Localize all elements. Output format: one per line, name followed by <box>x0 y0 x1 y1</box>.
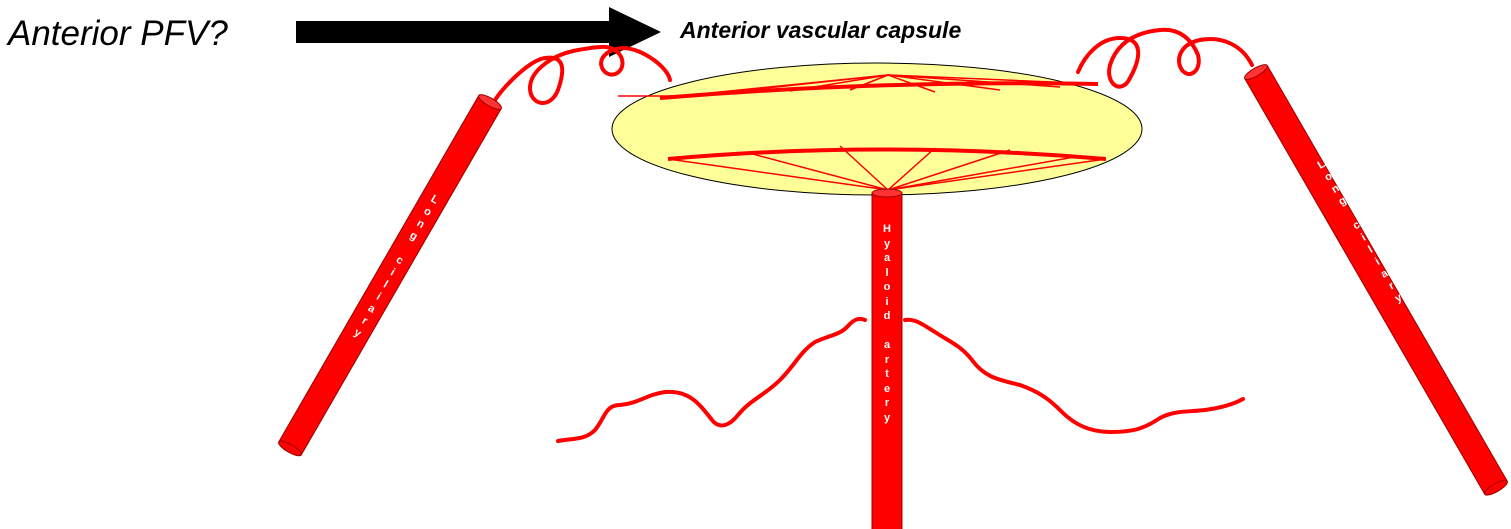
label-letter <box>885 326 888 341</box>
arrow-shape <box>296 7 661 57</box>
anterior-pfv-question-label: Anterior PFV? <box>8 14 228 54</box>
label-letter: y <box>350 327 362 342</box>
label-letter: d <box>884 311 891 326</box>
label-letter: i <box>885 297 888 312</box>
right-curly-vessel <box>1078 30 1252 87</box>
label-letter: y <box>1393 292 1405 307</box>
label-letter: y <box>884 239 890 254</box>
label-letter: a <box>884 253 890 268</box>
anterior-vascular-capsule-label: Anterior vascular capsule <box>680 17 961 44</box>
label-letter: r <box>885 355 889 370</box>
label-letter: a <box>884 340 890 355</box>
label-letter: o <box>884 282 891 297</box>
label-letter: y <box>884 413 890 428</box>
label-letter: H <box>883 224 891 239</box>
label-letter: e <box>884 384 890 399</box>
right-long-ciliary-vessel <box>1243 62 1510 498</box>
left-curly-vessel <box>495 47 670 103</box>
label-letter: r <box>885 398 889 413</box>
label-letter: t <box>885 369 889 384</box>
label-letter: l <box>885 268 888 283</box>
